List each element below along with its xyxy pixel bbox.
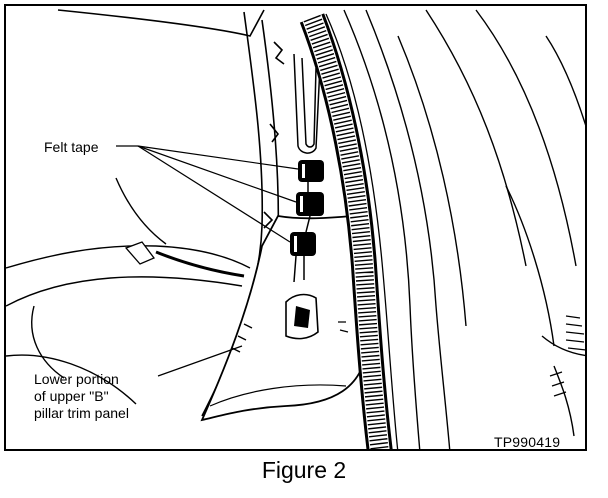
door-frame-lines — [343, 9, 585, 449]
seat-belt-strap — [124, 241, 245, 278]
figure-code: TP990419 — [494, 434, 561, 450]
felt-tape-label: Felt tape — [44, 139, 99, 155]
body-detail-hatching — [549, 315, 585, 397]
lower-panel-label-line-3: pillar trim panel — [34, 405, 129, 421]
felt-tape-leader-lines — [116, 145, 299, 243]
lower-panel-label: Lower portion of upper "B" pillar trim p… — [34, 371, 129, 422]
felt-tape-pad-1 — [298, 160, 324, 182]
clip-bracket — [293, 53, 321, 154]
door-weatherstrip — [299, 13, 399, 449]
figure-frame: Felt tape Lower portion of upper "B" pil… — [4, 4, 587, 451]
lower-b-pillar-trim-panel — [200, 215, 367, 422]
felt-tape-pad-3 — [290, 232, 316, 256]
b-pillar-illustration — [6, 9, 585, 449]
lower-panel-label-line-2: of upper "B" — [34, 388, 109, 404]
felt-tape-pads — [290, 160, 324, 283]
lower-panel-leader-line — [157, 345, 243, 377]
figure-caption: Figure 2 — [261, 457, 347, 483]
lower-panel-label-line-1: Lower portion — [34, 371, 119, 387]
